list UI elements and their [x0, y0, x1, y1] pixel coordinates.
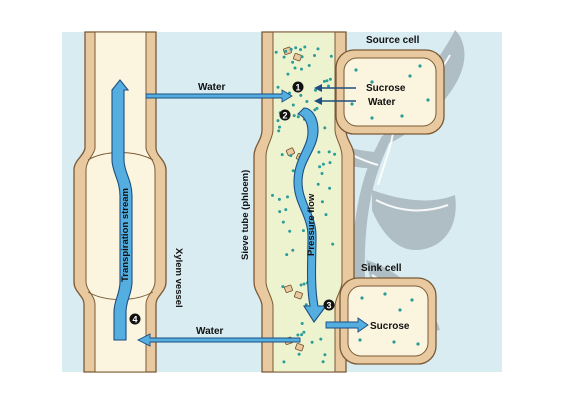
sucrose-dot: [284, 49, 288, 53]
sucrose-source-label: Sucrose: [366, 83, 406, 94]
step-marker-2: 2: [279, 109, 291, 121]
sucrose-dot: [291, 248, 295, 252]
sucrose-dot: [302, 282, 306, 286]
sucrose-dot: [300, 333, 304, 337]
sucrose-dot: [305, 100, 309, 103]
sucrose-dot: [285, 253, 289, 257]
sucrose-dot: [331, 242, 335, 246]
sucrose-dot: [271, 193, 274, 197]
sucrose-dot: [323, 353, 327, 357]
sucrose-dot: [289, 154, 293, 158]
sucrose-dot: [288, 229, 292, 233]
sucrose-dot: [314, 88, 317, 92]
water-arrow-top: [145, 89, 293, 103]
sucrose-dot: [276, 85, 280, 89]
sucrose-dot: [310, 340, 314, 344]
sucrose-dot: [278, 210, 282, 214]
sucrose-dot: [302, 330, 306, 334]
sucrose-dot: [323, 126, 327, 130]
pressure-flow-label: Pressure flow: [306, 193, 317, 256]
sucrose-arrow-sink: [325, 317, 369, 333]
sucrose-dot: [333, 152, 337, 156]
sink-cell: [339, 277, 437, 365]
sucrose-dot: [296, 333, 300, 337]
sucrose-dot: [291, 103, 295, 107]
sucrose-dot: [318, 165, 322, 169]
source-cell: [335, 49, 445, 135]
sieve-tube-label: Sieve tube (phloem): [240, 170, 251, 260]
sucrose-dot: [289, 47, 293, 51]
svg-text:1: 1: [295, 83, 300, 93]
sucrose-dot: [328, 186, 332, 190]
sucrose-dot: [300, 322, 304, 325]
sucrose-dot: [296, 115, 300, 119]
sucrose-dot: [297, 352, 301, 356]
sucrose-dot: [281, 285, 285, 289]
sucrose-dot: [278, 125, 281, 129]
sucrose-dot: [327, 150, 331, 154]
sucrose-dot: [277, 129, 281, 133]
water-source-label: Water: [368, 97, 396, 108]
sucrose-dot: [291, 169, 295, 173]
step-marker-3: 3: [323, 299, 335, 311]
sucrose-dot: [300, 55, 304, 59]
sucrose-dot: [321, 162, 325, 166]
sucrose-dot: [320, 172, 324, 175]
sucrose-dot: [301, 229, 305, 233]
sink-cell-label: Sink cell: [361, 263, 402, 274]
sucrose-dot: [299, 93, 303, 97]
sucrose-dot: [324, 213, 328, 217]
transpiration-stream-label: Transpiration stream: [120, 188, 131, 282]
step-marker-4: 4: [129, 313, 141, 325]
sucrose-dot: [320, 200, 324, 204]
sucrose-dot: [328, 77, 332, 81]
svg-text:2: 2: [282, 111, 287, 121]
sucrose-dot: [313, 54, 316, 57]
sucrose-dot: [277, 197, 281, 201]
sucrose-dot: [303, 45, 307, 49]
step-marker-1: 1: [292, 81, 304, 93]
sucrose-dot: [286, 72, 290, 76]
sucrose-dot: [280, 153, 284, 157]
sucrose-dot: [316, 47, 320, 51]
sucrose-dot: [328, 161, 332, 165]
water-top-label: Water: [198, 82, 226, 93]
transpiration-stream-arrow: [111, 79, 133, 341]
sucrose-dot: [313, 108, 317, 112]
sucrose-dot: [284, 208, 288, 212]
sucrose-dot: [319, 337, 323, 341]
sucrose-dot: [315, 106, 319, 110]
sucrose-dot: [327, 84, 330, 88]
source-cell-label: Source cell: [366, 35, 420, 46]
sucrose-dot: [322, 79, 326, 83]
water-arrow-bottom: [136, 333, 301, 347]
xylem-vessel-label: Xylem vessel: [173, 248, 184, 308]
sucrose-sink-label: Sucrose: [370, 321, 410, 332]
sucrose-dot: [274, 50, 278, 54]
sucrose-dots-sieve: [271, 45, 337, 364]
svg-text:4: 4: [132, 315, 137, 325]
sucrose-dot: [282, 55, 286, 59]
sucrose-dot: [321, 360, 325, 364]
sucrose-dot: [293, 66, 297, 70]
sucrose-dot: [300, 67, 303, 71]
sucrose-dot: [299, 283, 303, 287]
sucrose-dot: [281, 220, 285, 224]
water-bottom-label: Water: [196, 326, 224, 337]
sucrose-dot: [316, 182, 320, 186]
svg-text:3: 3: [326, 301, 331, 311]
sucrose-dot: [329, 54, 333, 58]
sucrose-dot: [294, 46, 298, 50]
sucrose-dot: [307, 64, 311, 67]
sucrose-dot: [291, 60, 295, 64]
pressure-flow-arrow: [293, 107, 328, 323]
sucrose-dot: [276, 119, 280, 123]
sucrose-dot: [317, 150, 321, 154]
sucrose-dot: [282, 360, 286, 364]
sucrose-dot: [299, 48, 302, 52]
sucrose-dot: [292, 114, 296, 118]
sucrose-dot: [325, 79, 329, 83]
sucrose-dot: [286, 195, 289, 199]
